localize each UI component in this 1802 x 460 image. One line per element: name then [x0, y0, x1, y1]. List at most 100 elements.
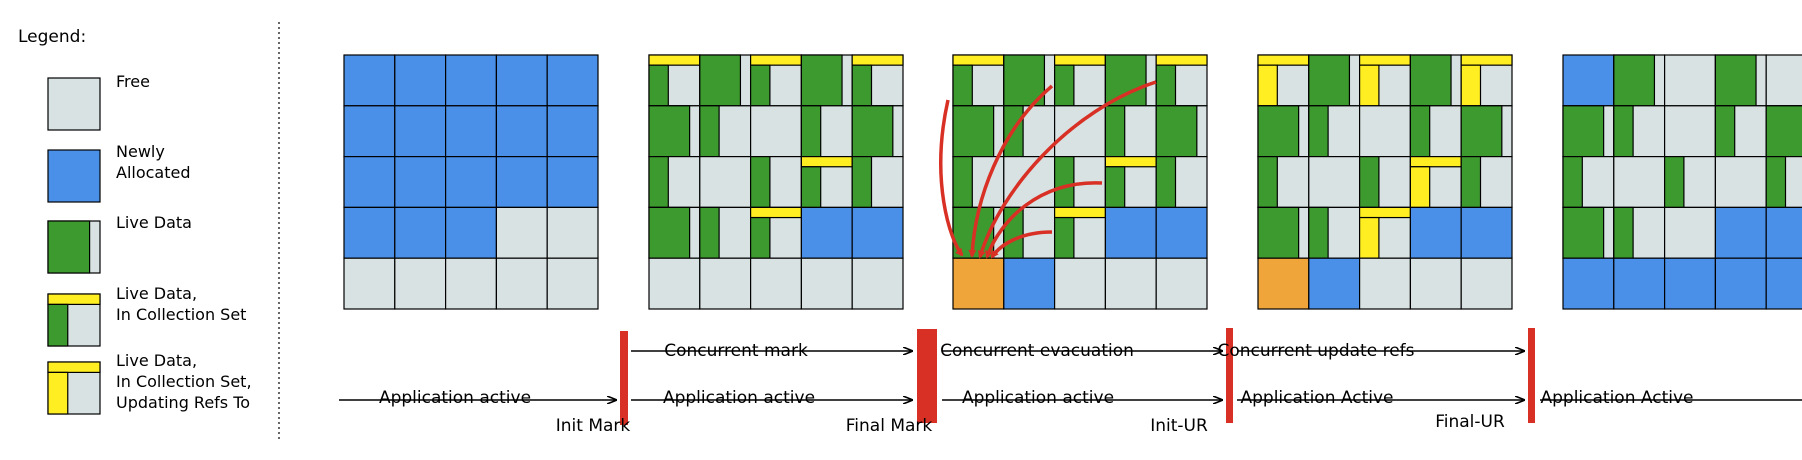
region — [1460, 156, 1513, 209]
region — [699, 54, 752, 107]
region — [394, 54, 447, 107]
heap-1 — [343, 54, 599, 310]
region — [749, 206, 802, 259]
region — [851, 54, 904, 107]
lower-label-2: Application active — [663, 388, 815, 408]
legend-label-new-1: Allocated — [116, 163, 191, 182]
region — [952, 105, 1005, 158]
region — [1765, 156, 1802, 209]
region — [1460, 206, 1513, 259]
upper-label-2: Concurrent evacuation — [940, 341, 1134, 361]
region — [1765, 257, 1802, 310]
region — [1155, 54, 1208, 107]
legend-label-new-0: Newly — [116, 142, 165, 161]
region — [1053, 105, 1106, 158]
region — [1613, 257, 1666, 310]
lower-label-3: Application active — [962, 388, 1114, 408]
legend-swatch-new — [47, 149, 101, 203]
region — [343, 156, 396, 209]
region — [495, 54, 548, 107]
region — [1613, 156, 1666, 209]
region — [1663, 257, 1716, 310]
lower-label-1: Application active — [379, 388, 531, 408]
marker-label-init-ur: Init-UR — [1150, 416, 1208, 436]
legend-swatch-free — [47, 77, 101, 131]
region — [1358, 54, 1411, 107]
heap-2 — [648, 54, 904, 310]
region — [1663, 206, 1716, 259]
region — [1714, 156, 1767, 209]
evacuation-arrows — [939, 80, 1157, 259]
region — [1460, 257, 1513, 310]
evac-arrow — [977, 80, 1157, 259]
region — [495, 156, 548, 209]
region — [851, 257, 904, 310]
phase-marker-init-ur — [1226, 328, 1233, 423]
phase-marker-init-mark — [620, 331, 628, 425]
region — [749, 257, 802, 310]
evac-arrow — [968, 84, 1054, 258]
region — [1308, 105, 1361, 158]
evac-arrow — [990, 230, 1053, 259]
region — [1155, 257, 1208, 310]
region — [1613, 105, 1666, 158]
legend-swatch-upd — [47, 361, 101, 415]
region — [495, 257, 548, 310]
evac-arrow — [939, 99, 964, 257]
region — [546, 156, 599, 209]
region — [1460, 54, 1513, 107]
region — [1358, 206, 1411, 259]
region — [1562, 156, 1615, 209]
region — [699, 105, 752, 158]
region — [1409, 156, 1462, 209]
legend-label-cset-1: In Collection Set — [116, 305, 246, 324]
region — [851, 105, 904, 158]
region — [800, 105, 853, 158]
region — [800, 156, 853, 209]
region — [1714, 54, 1767, 107]
region — [800, 257, 853, 310]
region — [1053, 206, 1106, 259]
region — [1308, 54, 1361, 107]
region — [1714, 257, 1767, 310]
region — [1155, 156, 1208, 209]
region — [546, 257, 599, 310]
region — [1409, 105, 1462, 158]
region — [1257, 54, 1310, 107]
region — [394, 257, 447, 310]
region — [699, 156, 752, 209]
timeline: Concurrent mark Concurrent evacuation Co… — [339, 328, 1802, 436]
region — [1765, 54, 1802, 107]
region — [445, 156, 498, 209]
region — [1409, 257, 1462, 310]
region — [495, 105, 548, 158]
region — [1053, 54, 1106, 107]
region — [699, 206, 752, 259]
region — [749, 156, 802, 209]
region — [1460, 105, 1513, 158]
legend-title: Legend: — [18, 27, 86, 47]
region — [394, 206, 447, 259]
heap-5 — [1562, 54, 1802, 310]
region — [1613, 54, 1666, 107]
region — [1104, 156, 1157, 209]
lower-label-4: Application Active — [1241, 388, 1394, 408]
region — [1257, 105, 1310, 158]
marker-label-init-mark: Init Mark — [556, 416, 631, 436]
legend-swatch-cset — [47, 293, 101, 347]
legend-label-upd-2: Updating Refs To — [116, 393, 250, 412]
region — [1257, 156, 1310, 209]
lower-label-5: Application Active — [1541, 388, 1694, 408]
region — [1003, 257, 1056, 310]
region — [648, 257, 701, 310]
region — [1562, 257, 1615, 310]
upper-label-1: Concurrent mark — [664, 341, 808, 361]
phase-marker-final-ur — [1528, 328, 1535, 423]
region — [699, 257, 752, 310]
legend-label-upd-0: Live Data, — [116, 351, 197, 370]
legend-label-free-0: Free — [116, 72, 150, 91]
region — [1562, 206, 1615, 259]
legend-swatch-live — [47, 220, 101, 274]
region — [1562, 54, 1615, 107]
